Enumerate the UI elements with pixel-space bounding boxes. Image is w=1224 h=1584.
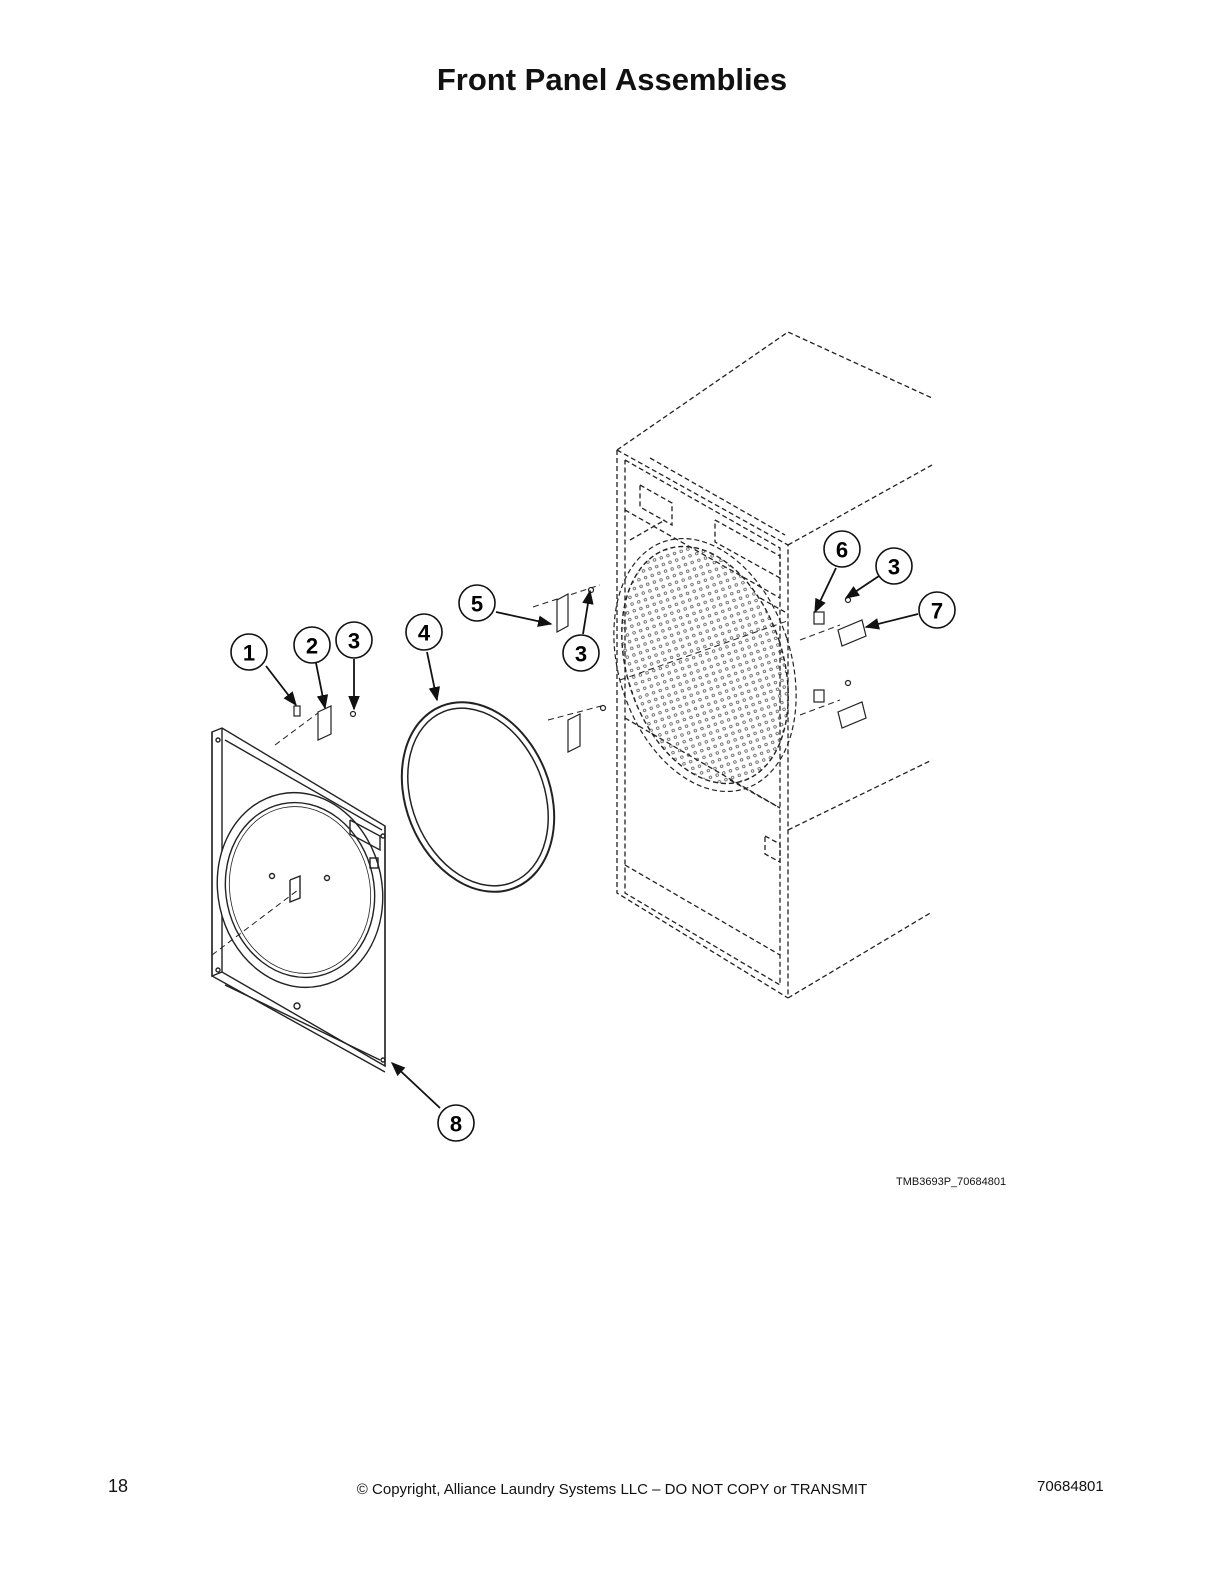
page-title: Front Panel Assemblies	[436, 62, 788, 97]
arrow-2	[315, 662, 329, 710]
callout-3c: 3	[888, 555, 900, 580]
hardware-parts	[293, 586, 867, 753]
callout-labels: 1 2 3 4 5 3 6 3 7 8	[243, 538, 943, 1137]
arrow-3c	[844, 575, 880, 599]
arrow-7	[864, 613, 919, 630]
page-number: 18	[108, 1476, 129, 1496]
callout-6-circle	[823, 530, 861, 568]
callout-7: 7	[931, 599, 943, 624]
arrow-8	[390, 1062, 441, 1109]
document-number: 70684801	[1037, 1478, 1104, 1495]
callout-6: 6	[836, 538, 848, 563]
callout-2-circle	[293, 626, 331, 664]
front-panel	[211, 727, 386, 1073]
callout-5: 5	[471, 592, 483, 617]
callout-3a: 3	[348, 629, 360, 654]
callout-4: 4	[418, 621, 431, 646]
copyright-notice: © Copyright, Alliance Laundry Systems LL…	[356, 1481, 868, 1498]
callout-arrows	[265, 567, 919, 1109]
dryer-drum	[613, 537, 797, 793]
dryer-cabinet-outline	[616, 331, 933, 999]
callout-2: 2	[306, 634, 318, 659]
callout-8-circle	[437, 1104, 475, 1142]
callout-3b-circle	[562, 634, 600, 672]
callout-5-circle	[458, 584, 496, 622]
callout-3b: 3	[575, 642, 587, 667]
door-seal-ring	[400, 701, 556, 893]
callout-4-circle	[405, 613, 443, 651]
callout-7-circle	[918, 591, 956, 629]
callout-3c-circle	[875, 547, 913, 585]
callout-1: 1	[243, 641, 255, 666]
arrow-6	[814, 567, 837, 614]
arrow-1	[265, 665, 297, 707]
figure-reference: TMB3693P_70684801	[896, 1176, 1007, 1188]
callout-8: 8	[450, 1112, 462, 1137]
arrow-5	[495, 611, 553, 627]
arrow-3b	[582, 589, 594, 635]
callout-3a-circle	[335, 621, 373, 659]
arrow-4	[426, 651, 440, 702]
callout-1-circle	[230, 633, 268, 671]
callouts	[230, 530, 956, 1142]
